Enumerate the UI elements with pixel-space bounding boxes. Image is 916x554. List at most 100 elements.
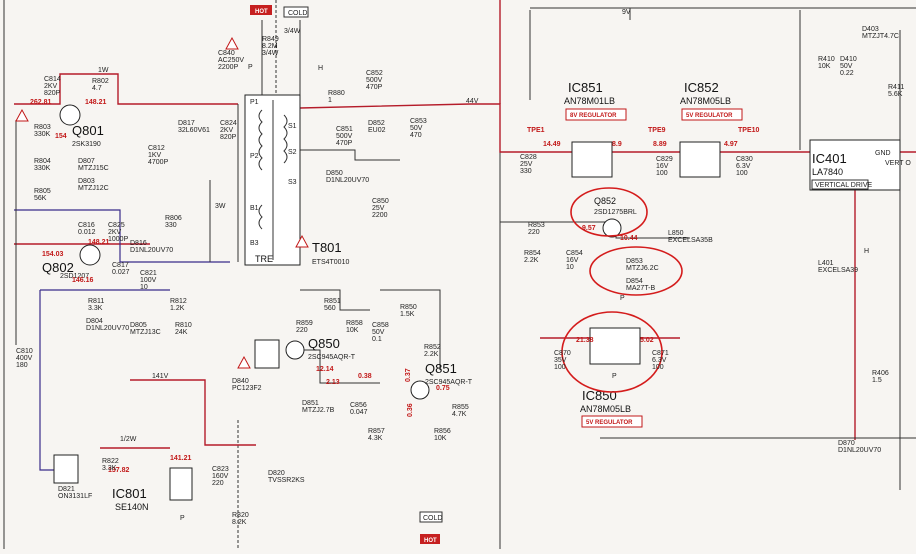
component-ref: C852	[366, 70, 383, 77]
rail-44v-label: 44V	[466, 98, 479, 105]
primary-coil	[258, 109, 263, 171]
ic801-name: IC801	[112, 486, 147, 501]
component-ref: R850	[400, 304, 417, 311]
component-value2: 470P	[366, 84, 383, 91]
component-value: 2KV	[220, 127, 234, 134]
ic401-label-box	[811, 179, 869, 190]
ic852-part: AN78M05LB	[680, 96, 731, 106]
voltage-20: 0.36	[407, 403, 414, 417]
r806-watt: 3W	[215, 203, 226, 210]
component-value: 5.6K	[888, 91, 903, 98]
component-ref: D852	[368, 120, 385, 127]
ic401-name: IC401	[812, 151, 847, 166]
ic850-part: AN78M05LB	[580, 404, 631, 414]
component-value2: 820P	[220, 134, 237, 141]
voltage-12: 10.44	[620, 235, 638, 242]
warning-icon-c840	[225, 36, 239, 50]
ic851-label: 8V REGULATOR	[570, 113, 617, 119]
component-ref: D807	[78, 158, 95, 165]
warning-icon-r803	[15, 108, 29, 122]
component-value2: 180	[16, 362, 28, 369]
component-value: MTZJT4.7C	[862, 33, 899, 40]
hot-tag-top	[250, 5, 272, 15]
component-value: 560	[324, 305, 336, 312]
component-ref: C858	[372, 322, 389, 329]
component-value: MTZJ12C	[78, 185, 109, 192]
component-ref: R854	[524, 250, 541, 257]
component-value: 4.3K	[368, 435, 383, 442]
component-value: 50V	[372, 329, 385, 336]
ic401-vert: VERT O	[885, 160, 911, 167]
pin-p-label-2: P	[180, 515, 185, 522]
r849-watt: 3/4W	[284, 28, 301, 35]
q801-part: 2SK3190	[72, 141, 101, 148]
component-ref: D403	[862, 26, 879, 33]
hot-tag-top-text: HOT	[255, 9, 268, 15]
d821-body	[53, 454, 79, 484]
component-ref: R852	[424, 344, 441, 351]
pin-p2: P2	[250, 153, 259, 160]
component-value: 25V	[520, 161, 533, 168]
pin-h-label-2: H	[864, 248, 869, 255]
pin-s3: S3	[288, 179, 297, 186]
component-ref: D851	[302, 400, 319, 407]
component-value: 3.3K	[102, 465, 117, 472]
component-ref: D804	[86, 318, 103, 325]
component-ref: C840	[218, 50, 235, 57]
component-ref: D850	[326, 170, 343, 177]
component-value: EU02	[368, 127, 386, 134]
voltage-19: 0.75	[436, 385, 450, 392]
component-value: ON3131LF	[58, 493, 93, 500]
component-value: 10K	[818, 63, 831, 70]
component-ref: D816	[130, 240, 147, 247]
voltage-22: 141.21	[170, 455, 192, 462]
component-value: 50V	[410, 125, 423, 132]
highlight-q852	[570, 187, 648, 237]
drive-wire-3	[39, 290, 56, 471]
component-ref: R805	[34, 188, 51, 195]
component-ref: R410	[818, 56, 835, 63]
highlight-d853-d854	[589, 246, 683, 296]
voltage-2: 148.21	[85, 99, 107, 106]
component-value: 330K	[34, 165, 51, 172]
component-value2: 820P	[44, 90, 61, 97]
component-ref: R810	[175, 322, 192, 329]
ic851-part: AN78M01LB	[564, 96, 615, 106]
component-value: 220	[296, 327, 308, 334]
ic850-label-box	[581, 415, 643, 428]
transformer-name: T801	[312, 240, 342, 255]
voltage-18: 0.37	[405, 368, 412, 382]
voltage-6: 146.16	[72, 277, 94, 284]
rail-141v	[130, 379, 256, 446]
voltage-21: 137.82	[108, 467, 130, 474]
s2-wire	[300, 149, 400, 161]
component-value2: 0.22	[840, 70, 854, 77]
q802-symbol	[79, 244, 101, 266]
component-ref: C825	[108, 222, 125, 229]
component-ref: C817	[112, 262, 129, 269]
q852-symbol	[602, 218, 622, 238]
voltage-1: 262.81	[30, 99, 52, 106]
component-ref: R849	[262, 36, 279, 43]
component-ref: C821	[140, 270, 157, 277]
pin-b1: B1	[250, 205, 259, 212]
component-value: 50V	[840, 63, 853, 70]
